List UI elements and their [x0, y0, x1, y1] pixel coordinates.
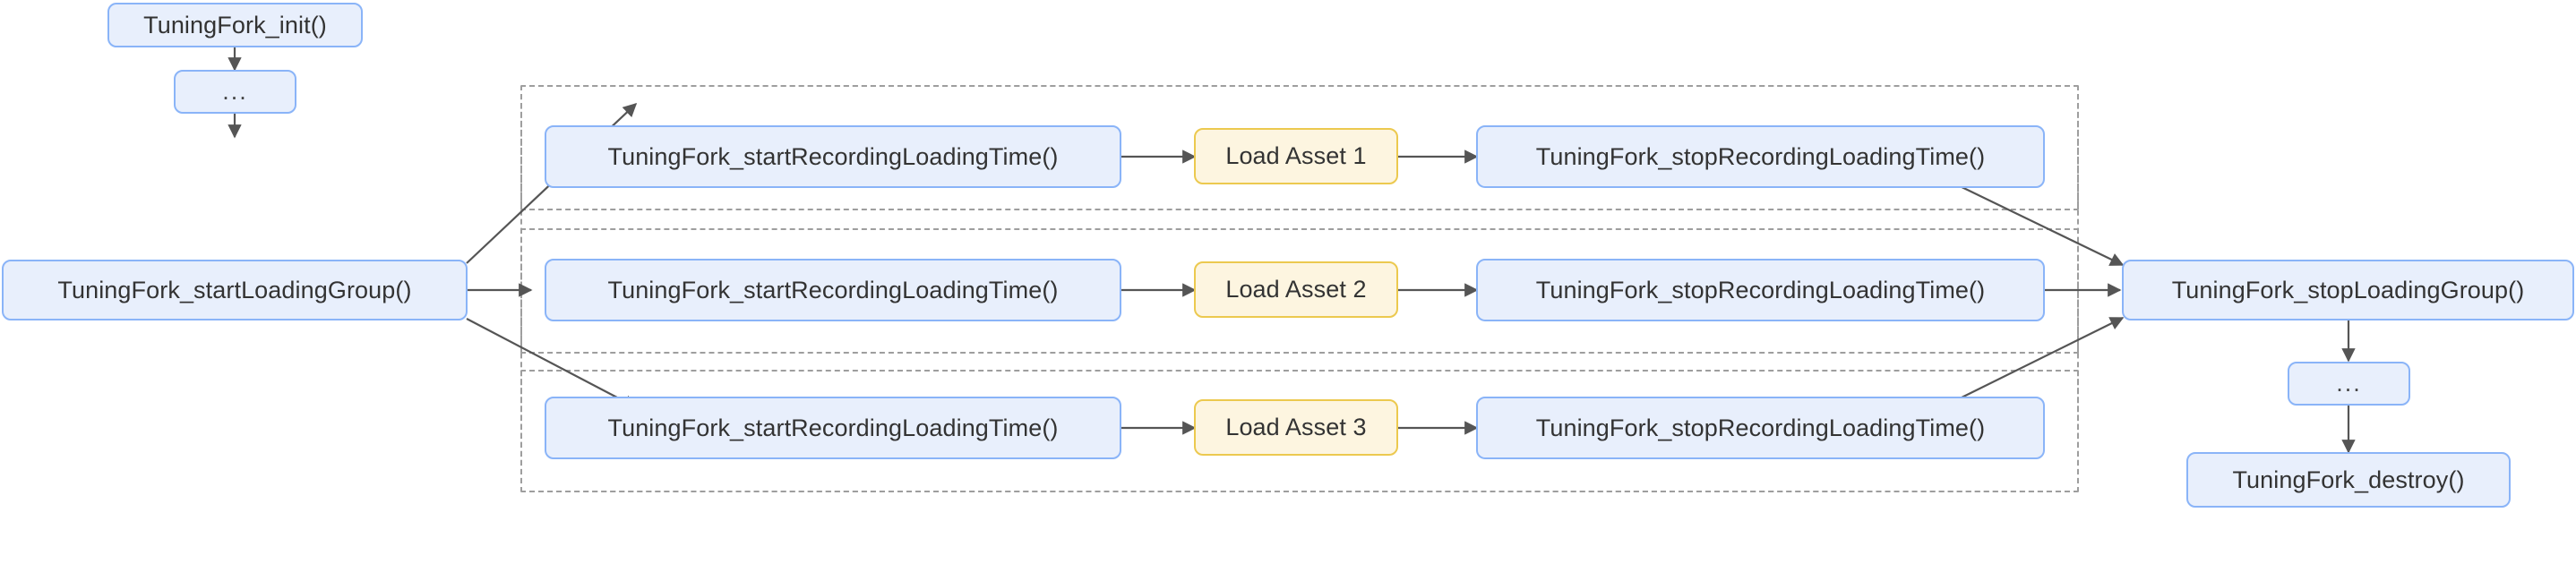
- node-label: TuningFork_destroy(): [2232, 466, 2465, 493]
- node-row1-stop-recording[interactable]: TuningFork_stopRecordingLoadingTime(): [1476, 125, 2045, 188]
- node-label: TuningFork_stopRecordingLoadingTime(): [1535, 414, 1986, 441]
- node-row3-start-recording[interactable]: TuningFork_startRecordingLoadingTime(): [545, 397, 1121, 459]
- node-row2-start-recording[interactable]: TuningFork_startRecordingLoadingTime(): [545, 259, 1121, 321]
- node-label: TuningFork_startLoadingGroup(): [57, 276, 412, 303]
- node-row3-stop-recording[interactable]: TuningFork_stopRecordingLoadingTime(): [1476, 397, 2045, 459]
- loading-row-3-container: [520, 370, 2079, 492]
- node-tuningfork-stop-loading-group[interactable]: TuningFork_stopLoadingGroup(): [2122, 260, 2574, 320]
- node-row1-load-asset[interactable]: Load Asset 1: [1194, 128, 1398, 184]
- node-label: Load Asset 3: [1225, 414, 1367, 440]
- node-label: TuningFork_stopRecordingLoadingTime(): [1535, 142, 1986, 170]
- node-label: ...: [222, 78, 248, 105]
- node-label: ...: [2336, 370, 2362, 397]
- node-label: TuningFork_startRecordingLoadingTime(): [607, 414, 1059, 441]
- node-tuningfork-destroy[interactable]: TuningFork_destroy(): [2186, 452, 2511, 508]
- node-tuningfork-start-loading-group[interactable]: TuningFork_startLoadingGroup(): [2, 260, 468, 320]
- node-ellipsis-bottom[interactable]: ...: [2288, 362, 2410, 406]
- node-label: TuningFork_startRecordingLoadingTime(): [607, 142, 1059, 170]
- node-row1-start-recording[interactable]: TuningFork_startRecordingLoadingTime(): [545, 125, 1121, 188]
- node-label: TuningFork_startRecordingLoadingTime(): [607, 276, 1059, 303]
- node-label: TuningFork_init(): [143, 11, 327, 38]
- node-row2-load-asset[interactable]: Load Asset 2: [1194, 261, 1398, 318]
- node-label: TuningFork_stopLoadingGroup(): [2171, 276, 2525, 303]
- node-tuningfork-init[interactable]: TuningFork_init(): [107, 3, 363, 47]
- node-label: TuningFork_stopRecordingLoadingTime(): [1535, 276, 1986, 303]
- node-row3-load-asset[interactable]: Load Asset 3: [1194, 399, 1398, 456]
- node-row2-stop-recording[interactable]: TuningFork_stopRecordingLoadingTime(): [1476, 259, 2045, 321]
- node-label: Load Asset 2: [1225, 276, 1367, 303]
- node-ellipsis-top[interactable]: ...: [174, 70, 296, 114]
- node-label: Load Asset 1: [1225, 142, 1367, 169]
